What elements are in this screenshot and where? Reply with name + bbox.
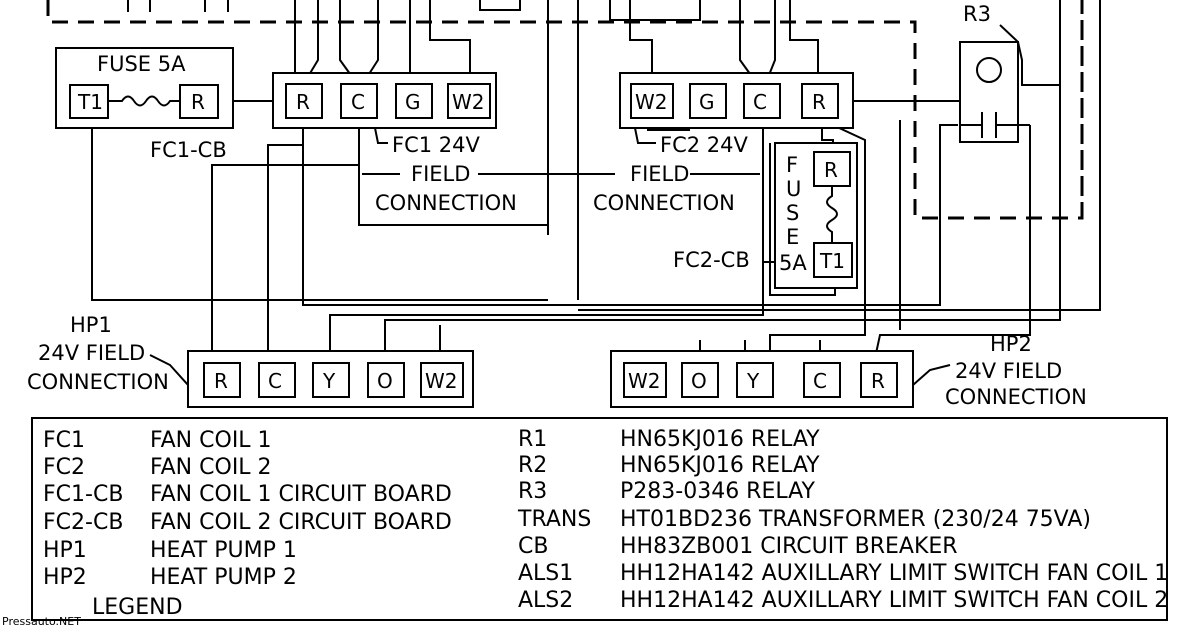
legend-code: FC2 bbox=[43, 455, 85, 480]
fuse-right-rating: 5A bbox=[779, 251, 807, 275]
fc1-terminal-r: R bbox=[296, 90, 310, 114]
hp1-24v-label: 24V FIELD bbox=[38, 341, 145, 365]
legend-desc: HN65KJ016 RELAY bbox=[620, 427, 820, 452]
fuse-left-element-icon bbox=[108, 95, 180, 107]
hp1-terminal-o: O bbox=[377, 369, 393, 393]
fuse-right-terminal-t1: T1 bbox=[819, 249, 845, 273]
hp2-terminal-r: R bbox=[871, 369, 885, 393]
legend-desc: HT01BD236 TRANSFORMER (230/24 75VA) bbox=[620, 507, 1091, 532]
legend-desc: HH12HA142 AUXILLARY LIMIT SWITCH FAN COI… bbox=[620, 588, 1168, 613]
field-label-left: FIELD bbox=[411, 162, 470, 186]
legend-desc: FAN COIL 1 CIRCUIT BOARD bbox=[150, 482, 452, 507]
fc1-terminal-block: R C G W2 bbox=[272, 72, 497, 129]
fuse-vertical-letter-u: U bbox=[786, 177, 801, 201]
hp1-terminal-c: C bbox=[268, 369, 282, 393]
fuse-vertical-letter-e: E bbox=[786, 225, 799, 249]
legend-desc: FAN COIL 2 CIRCUIT BOARD bbox=[150, 510, 452, 535]
connection-label-left: CONNECTION bbox=[375, 191, 517, 215]
dashed-enclosure bbox=[46, 0, 1084, 220]
legend-desc: HH83ZB001 CIRCUIT BREAKER bbox=[620, 534, 958, 559]
connection-label-right: CONNECTION bbox=[593, 191, 735, 215]
fuse-right-element-icon bbox=[826, 186, 838, 242]
fuse-left-label: FUSE 5A bbox=[97, 52, 186, 76]
hp1-terminal-r: R bbox=[214, 369, 228, 393]
fuse-right-terminal-r: R bbox=[824, 158, 838, 182]
fuse-left-terminal-t1: T1 bbox=[77, 90, 103, 114]
hp2-terminal-block: W2 O Y C R bbox=[610, 350, 914, 408]
hp1-connection-label: CONNECTION bbox=[27, 370, 169, 394]
hp2-terminal-o: O bbox=[691, 369, 707, 393]
legend-code: R3 bbox=[518, 479, 547, 504]
r3-label: R3 bbox=[963, 2, 991, 26]
field-label-right: FIELD bbox=[630, 162, 689, 186]
legend-code: HP2 bbox=[43, 565, 87, 590]
hp2-label: HP2 bbox=[990, 332, 1032, 356]
fuse-vertical-letter-s: S bbox=[786, 201, 799, 225]
legend-desc: HEAT PUMP 2 bbox=[150, 565, 297, 590]
fc2-terminal-w2: W2 bbox=[635, 90, 668, 114]
fc1-terminal-w2: W2 bbox=[452, 90, 485, 114]
legend: FC1 FAN COIL 1 FC2 FAN COIL 2 FC1-CB FAN… bbox=[31, 417, 1168, 621]
fc2-terminal-c: C bbox=[753, 90, 767, 114]
hp1-terminal-block: R C Y O W2 bbox=[187, 350, 474, 408]
hp2-terminal-w2: W2 bbox=[628, 369, 661, 393]
fc2-terminal-block: W2 G C R bbox=[619, 72, 854, 129]
legend-desc: FAN COIL 1 bbox=[150, 428, 272, 453]
fc1-terminal-c: C bbox=[351, 90, 365, 114]
fuse-vertical-letter-f: F bbox=[786, 153, 798, 177]
hp1-terminal-y: Y bbox=[322, 369, 336, 393]
legend-desc: HN65KJ016 RELAY bbox=[620, 453, 820, 478]
fc2-cb-label: FC2-CB bbox=[673, 248, 750, 272]
legend-desc: P283-0346 RELAY bbox=[620, 479, 815, 504]
legend-desc: HH12HA142 AUXILLARY LIMIT SWITCH FAN COI… bbox=[620, 561, 1168, 586]
hp2-connection-label: CONNECTION bbox=[945, 385, 1087, 409]
fc1-24v-label: FC1 24V bbox=[392, 133, 481, 157]
fc1-terminal-g: G bbox=[405, 90, 421, 114]
hp1-terminal-w2: W2 bbox=[425, 369, 458, 393]
hp2-terminal-y: Y bbox=[746, 369, 760, 393]
legend-code: FC1 bbox=[43, 428, 85, 453]
wiring bbox=[91, 0, 1101, 359]
legend-code: R2 bbox=[518, 453, 547, 478]
legend-code: CB bbox=[518, 534, 548, 559]
fc1-cb-label: FC1-CB bbox=[150, 138, 227, 162]
legend-title: LEGEND bbox=[92, 595, 183, 620]
hp2-24v-label: 24V FIELD bbox=[955, 359, 1062, 383]
relay-r3: R3 bbox=[959, 2, 1030, 143]
relay-contact-icon bbox=[960, 112, 1030, 138]
hp1-label: HP1 bbox=[70, 313, 112, 337]
legend-desc: FAN COIL 2 bbox=[150, 455, 272, 480]
relay-coil-icon bbox=[976, 57, 1002, 83]
legend-code: ALS1 bbox=[518, 561, 573, 586]
watermark: Pressauto.NET bbox=[2, 615, 81, 628]
legend-code: ALS2 bbox=[518, 588, 573, 613]
fc2-terminal-r: R bbox=[812, 90, 826, 114]
fuse-block-right: F U S E 5A R T1 bbox=[774, 142, 858, 289]
legend-code: TRANS bbox=[517, 507, 591, 532]
fuse-left-terminal-r: R bbox=[191, 90, 205, 114]
hp2-terminal-c: C bbox=[813, 369, 827, 393]
fuse-block-left: FUSE 5A T1 R bbox=[55, 47, 234, 129]
legend-code: FC1-CB bbox=[43, 482, 123, 507]
fc2-terminal-g: G bbox=[699, 90, 715, 114]
legend-desc: HEAT PUMP 1 bbox=[150, 538, 297, 563]
legend-code: HP1 bbox=[43, 538, 87, 563]
fc2-24v-label: FC2 24V bbox=[660, 133, 749, 157]
legend-code: R1 bbox=[518, 427, 547, 452]
legend-code: FC2-CB bbox=[43, 510, 123, 535]
